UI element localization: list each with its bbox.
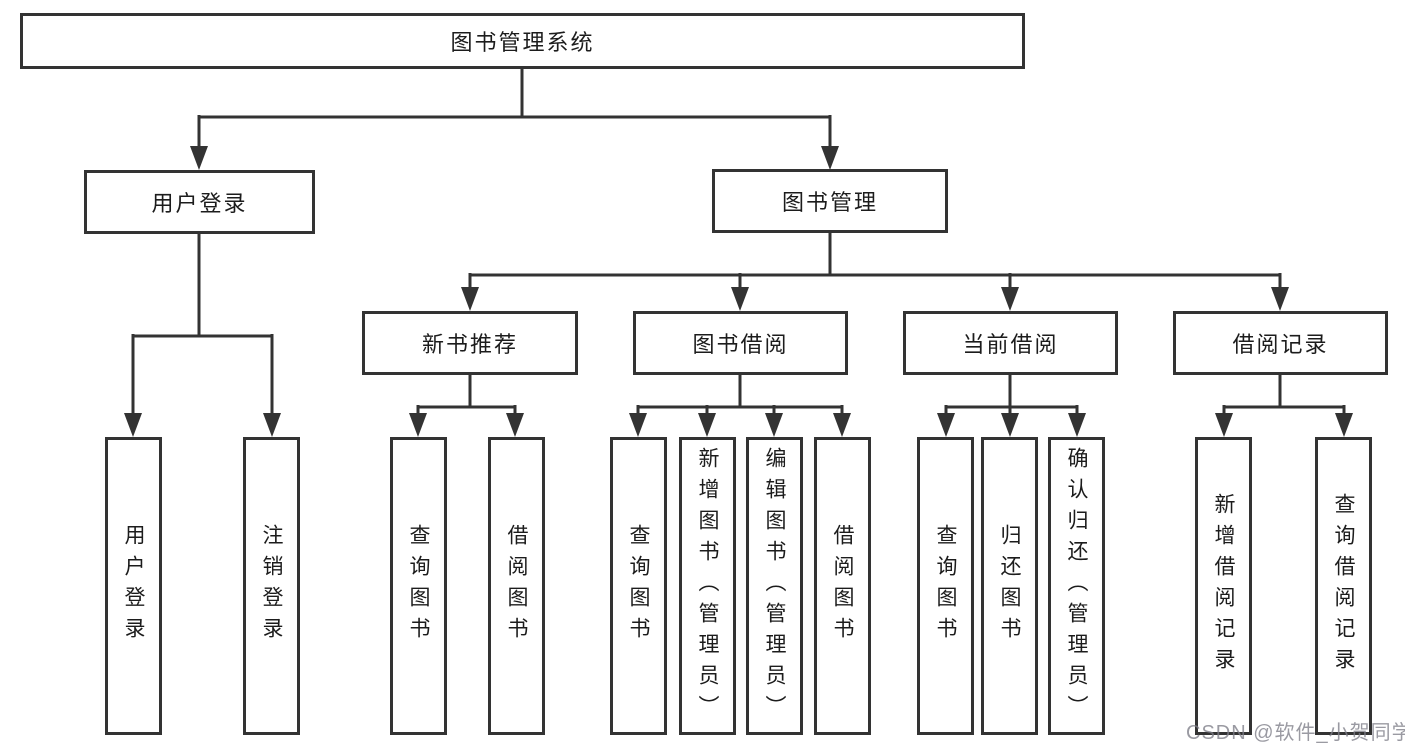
node-current-borrow-label: 当前借阅 bbox=[962, 332, 1059, 357]
node-book-borrow-label: 图书借阅 bbox=[692, 332, 789, 357]
leaf-logout-label: 注销登录 bbox=[260, 524, 283, 648]
leaf-query-books-recommend: 查询图书 bbox=[390, 437, 447, 735]
leaf-query-books-borrow: 查询图书 bbox=[610, 437, 667, 735]
node-book-management: 图书管理 bbox=[712, 169, 948, 233]
leaf-borrow-books: 借阅图书 bbox=[814, 437, 871, 735]
node-new-book-recommend-label: 新书推荐 bbox=[421, 332, 518, 357]
leaf-edit-book-admin: 编辑图书（管理员） bbox=[746, 437, 803, 735]
node-book-borrow: 图书借阅 bbox=[633, 311, 848, 375]
leaf-borrow-books-recommend-label: 借阅图书 bbox=[505, 524, 528, 648]
node-root: 图书管理系统 bbox=[20, 13, 1025, 69]
node-user-login-label: 用户登录 bbox=[151, 191, 248, 216]
leaf-query-books-borrow-label: 查询图书 bbox=[627, 524, 650, 648]
leaf-user-login: 用户登录 bbox=[105, 437, 162, 735]
leaf-add-book-admin: 新增图书（管理员） bbox=[679, 437, 736, 735]
leaf-query-borrow-record-label: 查询借阅记录 bbox=[1332, 493, 1355, 679]
arrowhead-icons bbox=[124, 146, 1353, 437]
node-root-label: 图书管理系统 bbox=[450, 30, 595, 55]
leaf-user-login-label: 用户登录 bbox=[122, 524, 145, 648]
leaf-return-book: 归还图书 bbox=[981, 437, 1038, 735]
leaf-confirm-return-admin-label: 确认归还（管理员） bbox=[1065, 446, 1088, 726]
csdn-watermark: CSDN @软件_小贺同学 bbox=[1186, 722, 1405, 744]
node-book-management-label: 图书管理 bbox=[781, 190, 878, 215]
leaf-borrow-books-label: 借阅图书 bbox=[831, 524, 854, 648]
connector-shafts bbox=[131, 69, 1346, 415]
leaf-add-borrow-record-label: 新增借阅记录 bbox=[1212, 493, 1235, 679]
leaf-edit-book-admin-label: 编辑图书（管理员） bbox=[763, 446, 786, 726]
leaf-query-books-current-label: 查询图书 bbox=[934, 524, 957, 648]
leaf-return-book-label: 归还图书 bbox=[998, 524, 1021, 648]
node-borrow-records-label: 借阅记录 bbox=[1232, 332, 1329, 357]
leaf-query-borrow-record: 查询借阅记录 bbox=[1315, 437, 1372, 735]
node-new-book-recommend: 新书推荐 bbox=[362, 311, 578, 375]
leaf-logout: 注销登录 bbox=[243, 437, 300, 735]
leaf-borrow-books-recommend: 借阅图书 bbox=[488, 437, 545, 735]
leaf-confirm-return-admin: 确认归还（管理员） bbox=[1048, 437, 1105, 735]
leaf-add-borrow-record: 新增借阅记录 bbox=[1195, 437, 1252, 735]
node-user-login: 用户登录 bbox=[84, 170, 315, 234]
leaf-add-book-admin-label: 新增图书（管理员） bbox=[696, 446, 719, 726]
leaf-query-books-recommend-label: 查询图书 bbox=[407, 524, 430, 648]
leaf-query-books-current: 查询图书 bbox=[917, 437, 974, 735]
node-borrow-records: 借阅记录 bbox=[1173, 311, 1388, 375]
node-current-borrow: 当前借阅 bbox=[903, 311, 1118, 375]
